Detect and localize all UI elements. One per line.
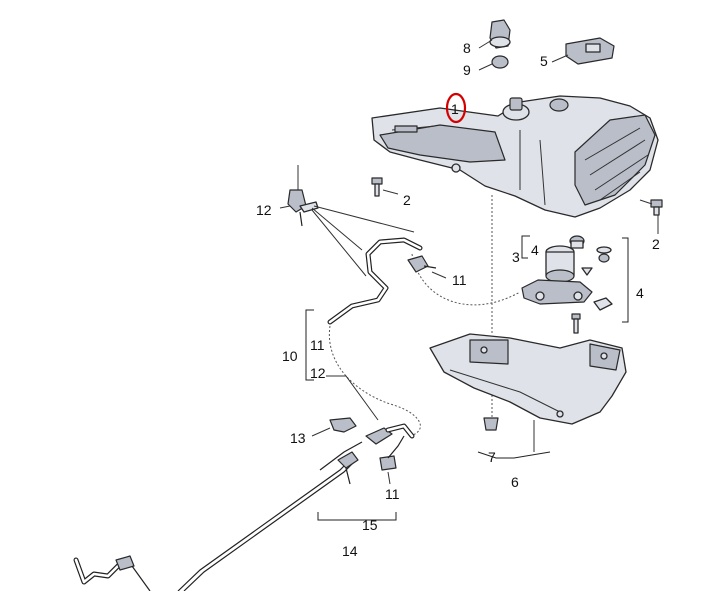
callout-1: 1 [451,101,459,117]
callout-4-right: 4 [636,285,644,301]
highlight-ring [445,92,467,124]
washer-reservoir [371,95,659,218]
cover-clip [483,417,499,431]
washer-pump [521,245,593,305]
callout-2-left: 2 [403,192,411,208]
callout-8: 8 [463,40,471,56]
callout-9: 9 [463,62,471,78]
connector-15 [337,451,359,485]
bolt-right [650,199,663,216]
callout-4-top: 4 [531,242,539,258]
pump-washer [581,246,612,276]
pump-bolt [571,313,581,334]
lower-cover [429,333,627,425]
callout-14: 14 [342,543,358,559]
callout-15: 15 [362,517,378,533]
callout-5: 5 [540,53,548,69]
callout-2-right: 2 [652,236,660,252]
hose-bundle-lower-left [73,555,151,591]
callout-11-mid: 11 [310,337,325,353]
pump-plug [593,297,613,311]
hose-connector-upper [287,165,319,227]
callout-12-upper: 12 [256,202,272,218]
hose-clip-upper [407,255,437,273]
hose-connector-lower [365,423,415,445]
connector-11-lower [379,435,405,471]
callout-6: 6 [511,474,519,490]
callout-3: 3 [512,249,520,265]
callout-11-upper: 11 [452,272,467,288]
connector-13 [329,417,357,433]
filler-cap [489,19,511,49]
bolt-left [371,177,383,197]
callout-10: 10 [282,348,298,364]
callout-12-mid: 12 [310,365,326,381]
seal-ring [491,55,509,69]
callout-11-lower: 11 [385,486,400,502]
callout-13: 13 [290,430,306,446]
pump-grommet [569,235,585,249]
level-sensor [565,37,615,65]
callout-7: 7 [488,449,496,465]
